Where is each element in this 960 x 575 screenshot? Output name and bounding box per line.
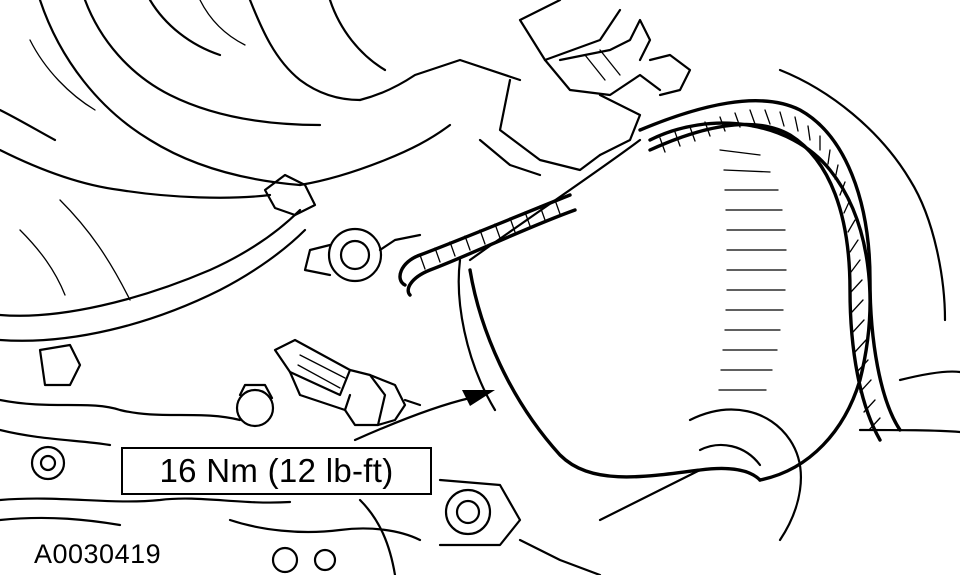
- lower-right-bolt: [438, 408, 802, 575]
- sensor-wire: [398, 193, 577, 297]
- mounting-bolt: [303, 227, 422, 283]
- torque-callout-box: 16 Nm (12 lb-ft): [121, 447, 432, 495]
- oil-pressure-sensor: [273, 338, 422, 427]
- lower-block: [0, 343, 292, 527]
- bottom-bolts: [228, 498, 422, 575]
- top-connector: [478, 0, 692, 177]
- callout-leader: [353, 390, 495, 442]
- braided-hose: [638, 68, 960, 442]
- oil-filter-body: [457, 121, 872, 482]
- left-pipe: [0, 173, 317, 342]
- upper-housing: [0, 0, 522, 199]
- figure-id-label: A0030419: [34, 539, 162, 569]
